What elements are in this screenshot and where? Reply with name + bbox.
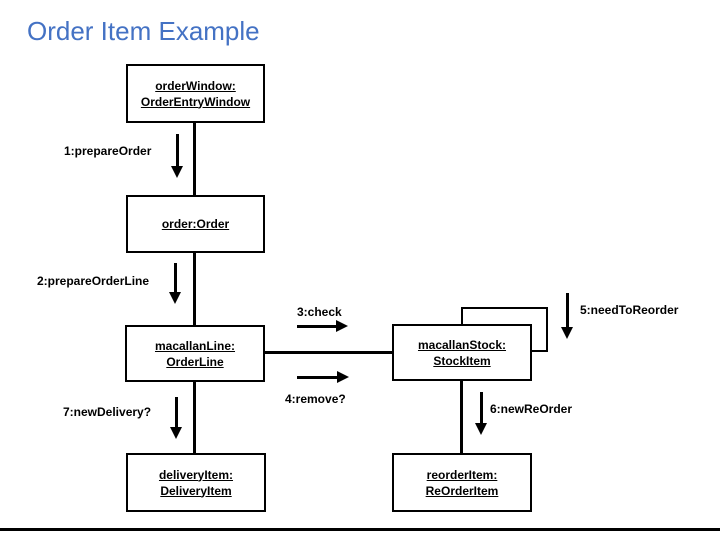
arrow-shaft [480, 392, 483, 424]
object-box-macallan-line: macallanLine: OrderLine [125, 325, 265, 382]
arrow-head-icon [171, 166, 183, 178]
message-label-5: 5:needToReorder [580, 303, 679, 317]
object-name-line: reorderItem: [426, 467, 498, 482]
link-order-orderline [193, 253, 196, 325]
arrow-head-icon [475, 423, 487, 435]
message-label-6: 6:newReOrder [490, 402, 573, 416]
message-arrow-6-new-reorder [475, 392, 488, 435]
arrow-head-icon [337, 371, 349, 383]
message-arrow-1-prepare-order [171, 134, 184, 178]
object-class-line: StockItem [433, 353, 491, 368]
object-box-macallan-stock: macallanStock: StockItem [392, 324, 532, 381]
object-name-line: macallanStock: [417, 337, 507, 352]
object-box-reorder-item: reorderItem: ReOrderItem [392, 453, 532, 512]
object-class-line: OrderLine [166, 354, 224, 369]
slide-bottom-border [0, 528, 720, 531]
arrow-shaft [175, 397, 178, 428]
object-name-line: macallanLine: [154, 338, 236, 353]
message-arrow-4-remove [297, 371, 349, 384]
message-arrow-2-prepare-order-line [169, 263, 182, 304]
object-class-line: ReOrderItem [425, 483, 499, 498]
arrow-head-icon [561, 327, 573, 339]
object-class-line: OrderEntryWindow [140, 94, 251, 109]
arrow-shaft [297, 376, 338, 379]
arrow-shaft [566, 293, 569, 328]
arrow-shaft [297, 325, 337, 328]
object-name-line: orderWindow: [155, 78, 236, 93]
link-orderline-stock [265, 351, 392, 354]
object-class-line: DeliveryItem [160, 483, 232, 498]
link-window-order [193, 123, 196, 195]
message-label-1: 1:prepareOrder [64, 144, 152, 158]
message-label-7: 7:newDelivery? [63, 405, 152, 419]
link-stock-reorder [460, 380, 463, 453]
object-box-order: order:Order [126, 195, 265, 253]
arrow-head-icon [336, 320, 348, 332]
message-arrow-7-new-delivery [170, 397, 183, 439]
link-orderline-delivery [193, 381, 196, 453]
object-name-line: deliveryItem: [158, 467, 234, 482]
arrow-head-icon [169, 292, 181, 304]
message-label-2: 2:prepareOrderLine [37, 274, 150, 288]
message-label-4: 4:remove? [285, 392, 346, 406]
arrow-head-icon [170, 427, 182, 439]
object-name-line: order:Order [161, 217, 230, 231]
message-arrow-5-need-to-reorder [561, 293, 574, 339]
object-box-delivery-item: deliveryItem: DeliveryItem [126, 453, 266, 512]
message-arrow-3-check [297, 320, 348, 333]
object-box-order-window: orderWindow: OrderEntryWindow [126, 64, 265, 123]
message-label-3: 3:check [297, 305, 342, 319]
arrow-shaft [176, 134, 179, 167]
slide-title: Order Item Example [27, 16, 260, 46]
arrow-shaft [174, 263, 177, 293]
